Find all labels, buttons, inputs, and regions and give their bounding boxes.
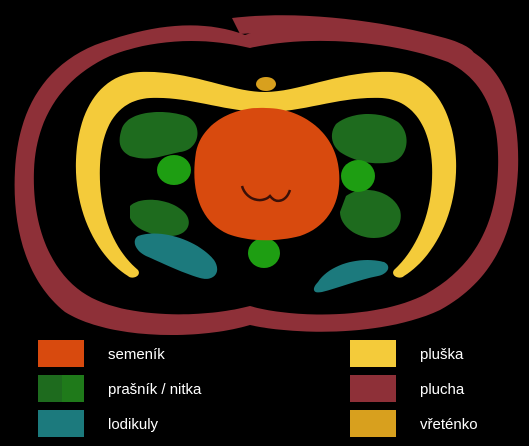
- legend-swatch-prasnik: [38, 375, 84, 402]
- filament-left: [157, 155, 191, 185]
- filament-bottom: [248, 238, 280, 268]
- legend-label-semenik: semeník: [108, 346, 165, 363]
- legend-label-pluska: pluška: [420, 346, 464, 363]
- vretenko-rachilla: [256, 77, 276, 91]
- legend-label-plucha: plucha: [420, 381, 465, 398]
- legend-swatch-prasnik-dark: [38, 375, 62, 402]
- legend-swatch-plucha: [350, 375, 396, 402]
- legend-label-lodikuly: lodikuly: [108, 416, 159, 433]
- legend-swatch-vretenko: [350, 410, 396, 437]
- legend-swatch-lodikuly: [38, 410, 84, 437]
- legend-swatch-pluska: [350, 340, 396, 367]
- filament-right: [341, 160, 375, 192]
- semenik-ovary: [194, 108, 339, 240]
- legend-label-prasnik-nitka: prašník / nitka: [108, 381, 202, 398]
- legend-swatch-semenik: [38, 340, 84, 367]
- legend-label-vretenko: vřeténko: [420, 416, 478, 433]
- legend-swatch-prasnik-light: [62, 375, 84, 402]
